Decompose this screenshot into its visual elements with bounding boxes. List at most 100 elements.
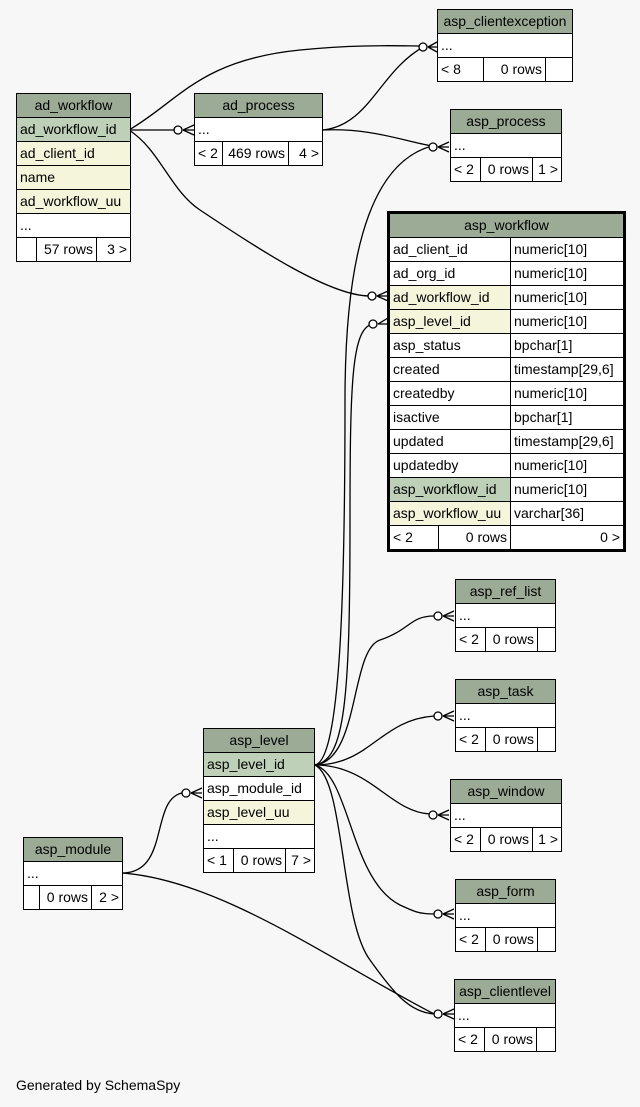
table-title[interactable]: asp_level <box>202 728 316 753</box>
more-columns[interactable]: ... <box>202 824 316 849</box>
more-columns[interactable]: ... <box>453 1003 557 1028</box>
parents-count[interactable]: < 2 <box>450 157 481 182</box>
more-columns[interactable]: ... <box>22 861 124 886</box>
column-updatedby[interactable]: updatedby <box>388 453 511 478</box>
parents-count[interactable]: < 2 <box>388 525 439 551</box>
column-created[interactable]: created <box>388 357 511 382</box>
more-columns[interactable]: ... <box>437 33 573 58</box>
table-ad-process[interactable]: ad_process ... < 2 469 rows 4 > <box>193 93 324 166</box>
children-count[interactable]: 3 > <box>95 237 132 262</box>
table-asp-module[interactable]: asp_module ... 0 rows 2 > <box>22 837 124 910</box>
column-createdby[interactable]: createdby <box>388 381 511 406</box>
link-end-marker <box>428 142 438 152</box>
table-title[interactable]: asp_ref_list <box>454 579 557 604</box>
parents-count[interactable] <box>16 237 37 262</box>
row-count: 0 rows <box>485 927 538 952</box>
children-count[interactable] <box>536 927 557 952</box>
crows-foot-marker <box>376 290 389 302</box>
column-asp-level-id[interactable]: asp_level_id <box>388 309 511 334</box>
column-asp-status[interactable]: asp_status <box>388 333 511 358</box>
link-ad-process-asp-clientexception <box>322 45 426 131</box>
column-ad-client-id[interactable]: ad_client_id <box>15 141 132 166</box>
link-end-marker <box>181 788 191 798</box>
children-count[interactable]: 1 > <box>532 157 562 182</box>
row-count: 0 rows <box>483 57 546 82</box>
table-title[interactable]: asp_form <box>454 879 557 904</box>
table-title[interactable]: asp_clientexception <box>437 9 573 34</box>
table-asp-process[interactable]: asp_process ... < 2 0 rows 1 > <box>450 109 562 182</box>
column-type: numeric[10] <box>509 309 626 334</box>
children-count[interactable] <box>535 1027 557 1052</box>
more-columns[interactable]: ... <box>193 117 324 142</box>
table-title[interactable]: asp_task <box>455 679 556 704</box>
column-type: numeric[10] <box>509 381 626 406</box>
parents-count[interactable]: < 2 <box>454 1027 485 1052</box>
column-ad-org-id[interactable]: ad_org_id <box>388 261 511 286</box>
column-asp-level-id[interactable]: asp_level_id <box>202 752 316 777</box>
table-title[interactable]: asp_workflow <box>387 212 626 238</box>
column-updated[interactable]: updated <box>388 429 511 454</box>
table-asp-task[interactable]: asp_task ... < 2 0 rows <box>455 679 556 752</box>
more-columns[interactable]: ... <box>15 213 132 238</box>
parents-count[interactable]: < 2 <box>450 827 481 852</box>
table-asp-clientexception[interactable]: asp_clientexception ... < 8 0 rows <box>437 9 573 82</box>
link-end-marker <box>418 42 428 52</box>
link-end-marker <box>428 810 438 820</box>
table-title[interactable]: ad_process <box>193 93 324 118</box>
row-count: 57 rows <box>36 237 97 262</box>
crows-foot-marker <box>190 787 203 799</box>
parents-count[interactable] <box>23 885 40 910</box>
parents-count[interactable]: < 2 <box>194 141 223 166</box>
crows-foot-marker <box>442 710 455 722</box>
column-ad-workflow-id[interactable]: ad_workflow_id <box>388 285 511 310</box>
column-asp-module-id[interactable]: asp_module_id <box>202 776 316 801</box>
row-count: 0 rows <box>485 627 538 652</box>
parents-count[interactable]: < 1 <box>203 848 234 873</box>
children-count[interactable] <box>536 627 557 652</box>
column-isactive[interactable]: isactive <box>388 405 511 430</box>
link-asp-level-asp-task <box>314 715 435 766</box>
link-ad-process-asp-process <box>322 129 433 147</box>
more-columns[interactable]: ... <box>454 603 557 628</box>
table-title[interactable]: asp_window <box>449 779 563 804</box>
table-title[interactable]: asp_module <box>22 837 124 862</box>
children-count[interactable]: 4 > <box>287 141 324 166</box>
column-ad-workflow-id[interactable]: ad_workflow_id <box>15 117 132 142</box>
table-title[interactable]: asp_process <box>450 109 562 134</box>
parents-count[interactable]: < 8 <box>437 57 484 82</box>
parents-count[interactable]: < 2 <box>455 927 486 952</box>
column-ad-workflow-uu[interactable]: ad_workflow_uu <box>15 189 132 214</box>
column-asp-workflow-id[interactable]: asp_workflow_id <box>388 477 511 502</box>
children-count[interactable]: 1 > <box>531 827 563 852</box>
table-asp-window[interactable]: asp_window ... < 2 0 rows 1 > <box>449 779 563 852</box>
link-asp-level-asp-workflow <box>314 323 373 766</box>
children-count[interactable]: 2 > <box>90 885 124 910</box>
table-asp-ref-list[interactable]: asp_ref_list ... < 2 0 rows <box>454 579 557 652</box>
column-name[interactable]: name <box>15 165 132 190</box>
column-asp-workflow-uu[interactable]: asp_workflow_uu <box>388 501 511 526</box>
more-columns[interactable]: ... <box>455 703 556 728</box>
table-asp-level[interactable]: asp_level asp_level_id asp_module_id asp… <box>202 728 316 873</box>
link-asp-level-asp-ref-list <box>314 615 435 766</box>
children-count[interactable]: 7 > <box>284 848 316 873</box>
more-columns[interactable]: ... <box>449 803 563 828</box>
children-count[interactable]: 0 > <box>509 525 626 551</box>
more-columns[interactable]: ... <box>450 133 562 158</box>
parents-count[interactable]: < 2 <box>455 727 486 752</box>
children-count[interactable] <box>537 727 556 752</box>
table-ad-workflow[interactable]: ad_workflow ad_workflow_id ad_client_id … <box>15 93 132 262</box>
column-ad-client-id[interactable]: ad_client_id <box>388 237 511 262</box>
column-type: numeric[10] <box>509 261 626 286</box>
children-count[interactable] <box>545 57 573 82</box>
table-asp-clientlevel[interactable]: asp_clientlevel ... < 2 0 rows <box>453 979 557 1052</box>
parents-count[interactable]: < 2 <box>455 627 486 652</box>
more-columns[interactable]: ... <box>454 903 557 928</box>
table-title[interactable]: ad_workflow <box>15 93 132 118</box>
table-title[interactable]: asp_clientlevel <box>453 979 557 1004</box>
column-asp-level-uu[interactable]: asp_level_uu <box>202 800 316 825</box>
crows-foot-marker <box>437 141 450 153</box>
link-end-marker <box>433 1009 443 1019</box>
table-asp-form[interactable]: asp_form ... < 2 0 rows <box>454 879 557 952</box>
row-count: 0 rows <box>484 1027 537 1052</box>
